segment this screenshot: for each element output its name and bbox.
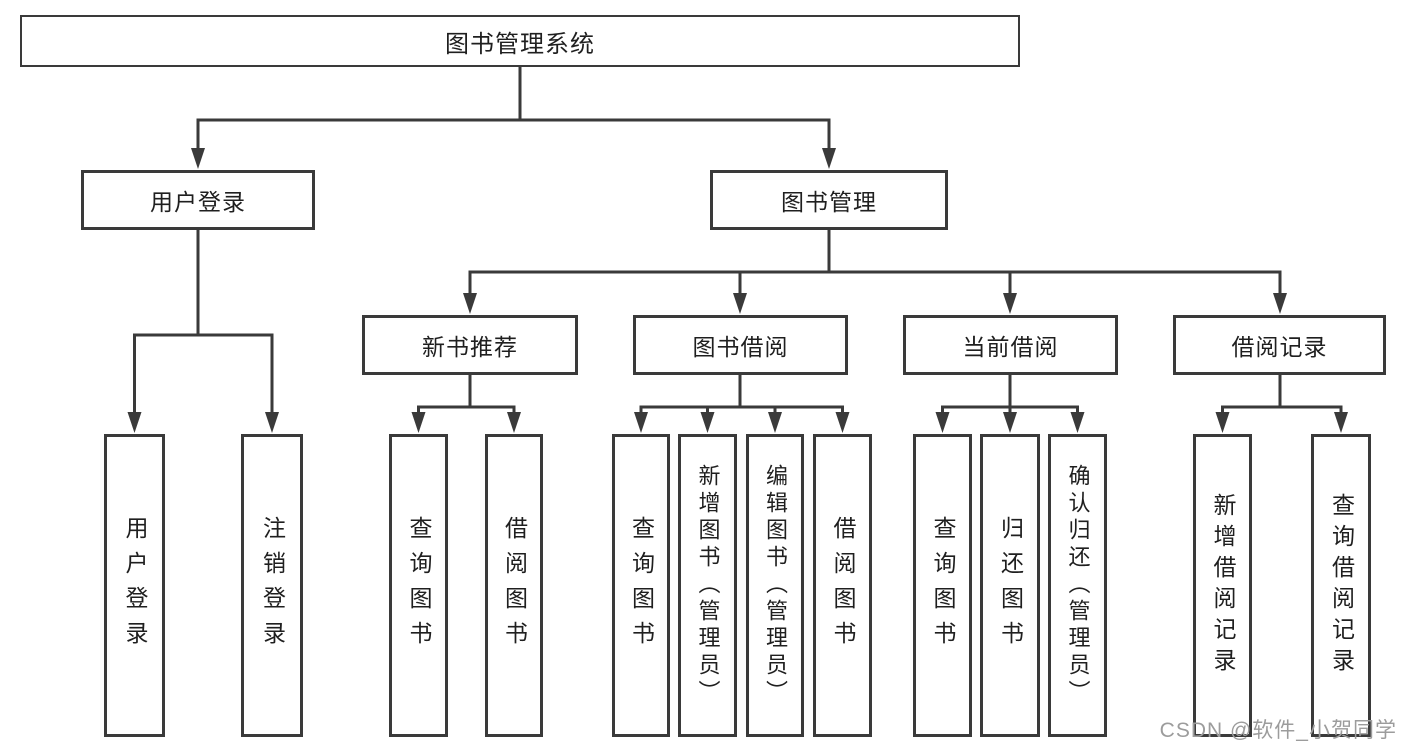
node-new-book-recommend: 新书推荐 xyxy=(362,315,578,375)
node-book-borrow: 图书借阅 xyxy=(633,315,848,375)
leaf-confirm-return-admin: 确认归还（管理员） xyxy=(1048,434,1107,737)
leaf-query-borrow-record: 查询借阅记录 xyxy=(1311,434,1371,737)
arrowheads xyxy=(127,148,1348,433)
leaf-add-borrow-record: 新增借阅记录 xyxy=(1193,434,1252,737)
leaf-logout: 注销登录 xyxy=(241,434,303,737)
csdn-watermark: CSDN @软件_小贺同学 xyxy=(1159,719,1397,742)
node-user-login: 用户登录 xyxy=(81,170,315,230)
node-borrow-records: 借阅记录 xyxy=(1173,315,1386,375)
leaf-edit-book-admin: 编辑图书（管理员） xyxy=(746,434,804,737)
leaf-return-books: 归还图书 xyxy=(980,434,1040,737)
leaf-add-book-admin: 新增图书（管理员） xyxy=(678,434,737,737)
leaf-query-books-current: 查询图书 xyxy=(913,434,972,737)
node-book-management: 图书管理 xyxy=(710,170,948,230)
leaf-borrow-books-recommend: 借阅图书 xyxy=(485,434,543,737)
leaf-borrow-books-borrow: 借阅图书 xyxy=(813,434,872,737)
leaf-query-books-recommend: 查询图书 xyxy=(389,434,448,737)
leaf-user-login: 用户登录 xyxy=(104,434,165,737)
leaf-query-books-borrow: 查询图书 xyxy=(612,434,670,737)
node-current-borrow: 当前借阅 xyxy=(903,315,1118,375)
node-root: 图书管理系统 xyxy=(20,15,1020,67)
